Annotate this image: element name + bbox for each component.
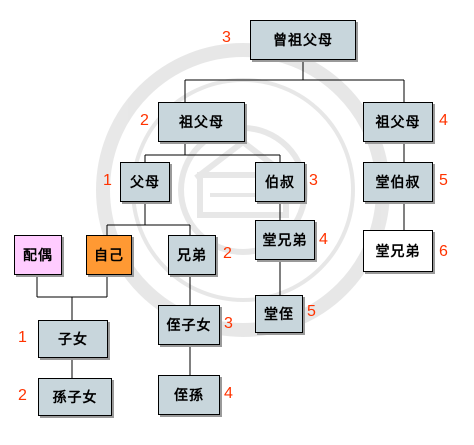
nephews-nieces-node: 侄子女 <box>158 305 220 345</box>
grandnephews-node: 侄孫 <box>158 375 220 415</box>
second-cousins-node: 堂兄弟 <box>363 230 433 272</box>
grandchildren-degree: 2 <box>18 387 27 404</box>
children-degree: 1 <box>18 329 27 346</box>
cousins-degree: 4 <box>319 231 328 248</box>
uncle-node: 伯叔 <box>255 162 305 202</box>
siblings-degree: 2 <box>223 245 232 262</box>
great-grandparents-degree: 3 <box>222 29 231 46</box>
grandparents-degree: 2 <box>140 112 149 129</box>
grandparents-node: 祖父母 <box>158 102 245 142</box>
children-node: 子女 <box>38 320 108 358</box>
siblings-node: 兄弟 <box>168 235 216 275</box>
parents-node: 父母 <box>120 162 170 202</box>
nephews-nieces-degree: 3 <box>224 315 233 332</box>
cousin-nephew-degree: 5 <box>307 303 316 320</box>
cousins-node: 堂兄弟 <box>255 220 315 260</box>
great-grandparents-node: 曾祖父母 <box>250 20 356 60</box>
cousin-nephew-node: 堂侄 <box>255 295 303 333</box>
second-cousins-degree: 6 <box>439 243 448 260</box>
grandparents-right-node: 祖父母 <box>363 102 433 142</box>
spouse-node: 配偶 <box>14 235 62 275</box>
parents-degree: 1 <box>103 172 112 189</box>
first-cousin-uncle-degree: 5 <box>439 172 448 189</box>
uncle-degree: 3 <box>309 172 318 189</box>
grandparents-right-degree: 4 <box>439 112 448 129</box>
grandnephews-degree: 4 <box>224 385 233 402</box>
self-node: 自己 <box>86 235 132 275</box>
grandchildren-node: 孫子女 <box>38 378 112 416</box>
first-cousin-uncle-node: 堂伯叔 <box>363 162 433 202</box>
